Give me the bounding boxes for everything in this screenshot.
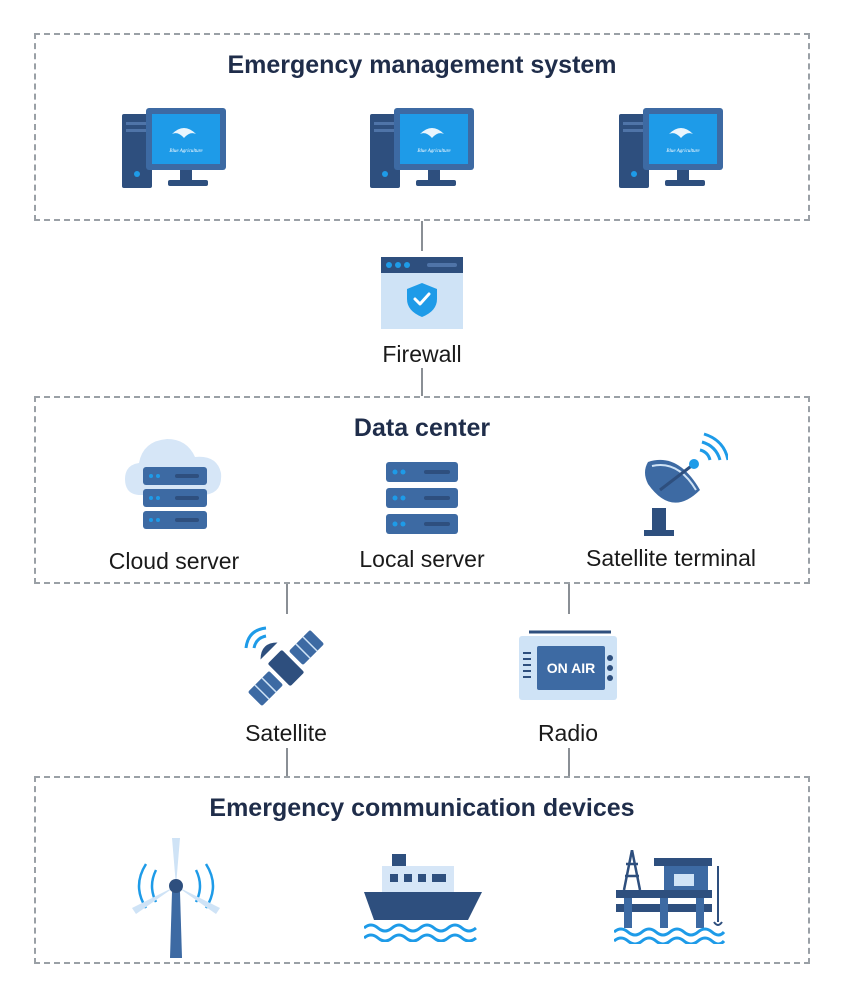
monitor-brand-text: Blue Agriculture [417,149,451,154]
radio-icon: ON AIR [519,630,617,700]
connector-line [568,584,570,614]
connector-line [568,748,570,776]
satellite-terminal-label: Satellite terminal [585,545,757,571]
computer-icon: Blue Agriculture [619,108,723,188]
local-server-icon [386,462,458,534]
firewall-icon [381,257,463,329]
devices-title: Emergency communication devices [209,794,635,822]
computer-icon: Blue Agriculture [122,108,226,188]
oil-platform-icon [614,850,726,944]
datacenter-title: Data center [353,414,491,442]
satellite-label: Satellite [245,720,327,746]
connector-line [421,368,423,396]
firewall-label: Firewall [382,341,462,367]
ship-icon [364,854,482,942]
radio-label: Radio [537,720,599,746]
management-group: Emergency management system [34,33,810,221]
wind-turbine-icon [132,838,220,958]
monitor-brand-text: Blue Agriculture [169,149,203,154]
management-title: Emergency management system [227,51,617,79]
radio-screen-text: ON AIR [547,660,595,676]
connector-line [421,221,423,251]
cloud-server-icon [125,439,222,529]
cloud-server-label: Cloud server [108,548,240,574]
satellite-icon [244,626,324,706]
datacenter-group: Data center [34,396,810,584]
local-server-label: Local server [359,546,485,572]
devices-group: Emergency communication devices [34,776,810,964]
monitor-brand-text: Blue Agriculture [666,149,700,154]
computer-icon: Blue Agriculture [370,108,474,188]
connector-line [286,748,288,776]
connector-line [286,584,288,614]
satellite-dish-icon [644,432,728,536]
